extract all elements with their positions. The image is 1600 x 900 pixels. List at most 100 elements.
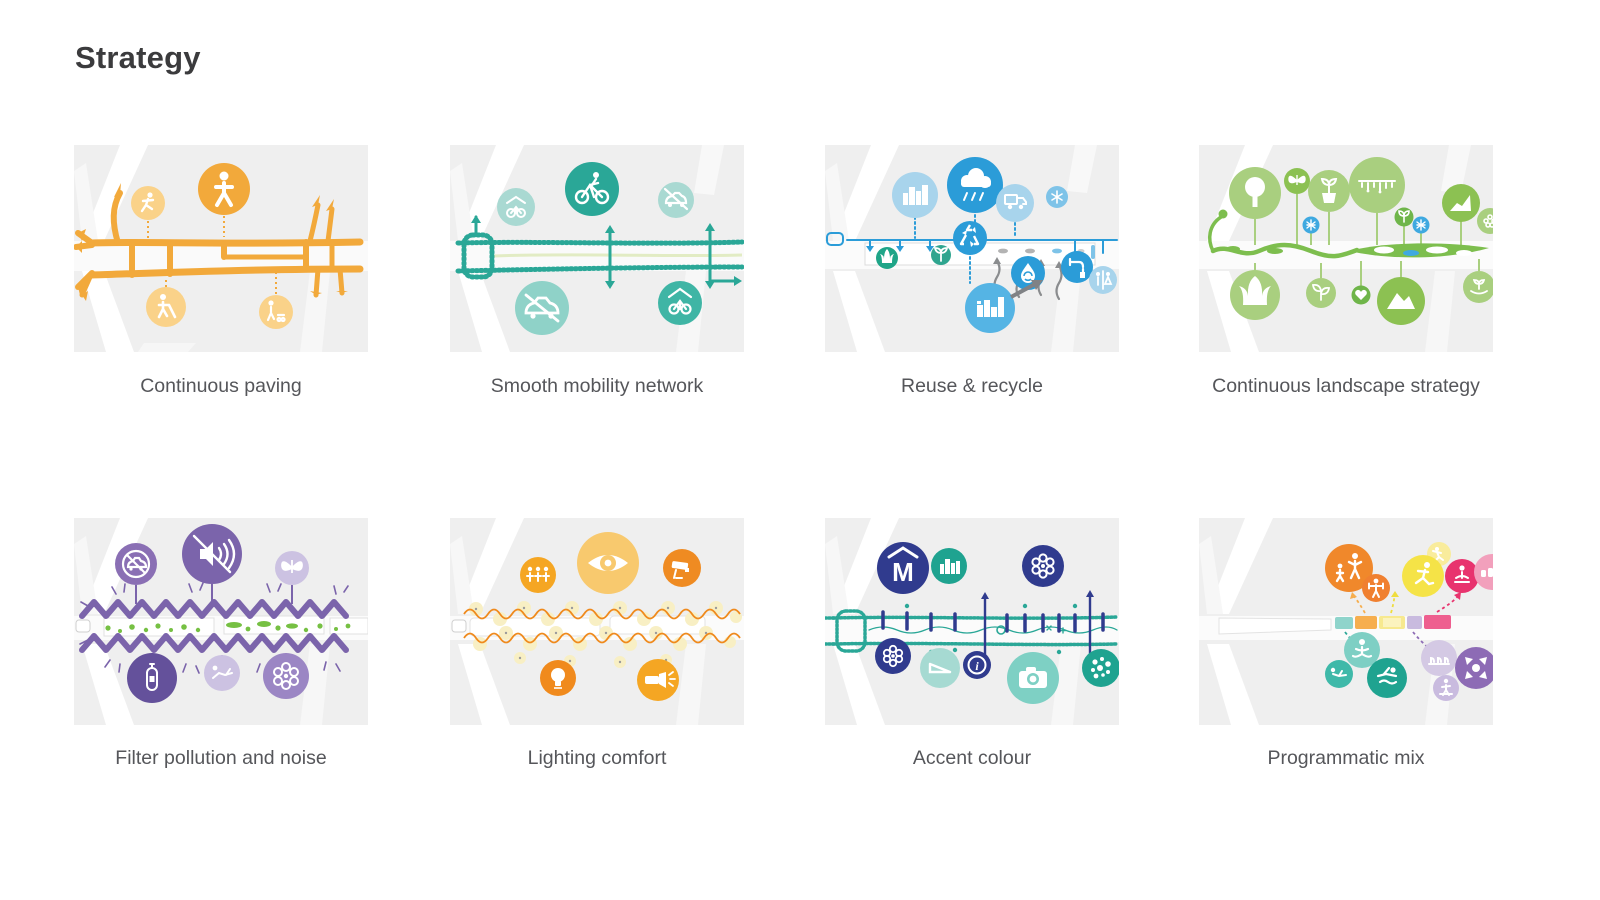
restroom-icon xyxy=(1096,270,1113,290)
gathering-badge xyxy=(1455,647,1493,689)
water-recycling-badge xyxy=(1011,256,1045,290)
rain-cloud-icon xyxy=(961,168,991,188)
no-noise-icon xyxy=(192,534,236,574)
tile-programmatic-mix xyxy=(1199,518,1493,725)
butterfly-icon xyxy=(281,560,303,573)
tile-lighting-comfort xyxy=(450,518,744,725)
accent-colour-diagram: M i xyxy=(825,518,1119,725)
pedestrian-icon xyxy=(214,171,234,207)
factory-badge xyxy=(965,283,1015,333)
butterfly-badge xyxy=(275,551,309,585)
seating-badge xyxy=(1421,640,1457,676)
metro-icon: M xyxy=(892,557,914,587)
reading-icon xyxy=(1454,565,1470,583)
cane-user-badge xyxy=(146,287,186,327)
snowflake-icon xyxy=(1051,190,1063,204)
cane-user-icon xyxy=(157,294,177,319)
arrowheads xyxy=(76,183,348,301)
tile-continuous-paving xyxy=(74,145,368,352)
programmatic-mix-diagram xyxy=(1199,518,1493,725)
grass-badge xyxy=(1230,270,1280,320)
transfer-arrowhead xyxy=(1031,280,1043,290)
runner-icon xyxy=(140,192,155,213)
heart-icon xyxy=(1355,289,1367,300)
meditation-icon xyxy=(1351,639,1373,658)
sprinkler-badge xyxy=(1302,216,1320,234)
tap-badge xyxy=(1061,251,1093,283)
noise-filter-zigzags xyxy=(79,599,349,653)
air-sensor-badge xyxy=(127,653,177,703)
flower-left-badge xyxy=(875,638,911,674)
accent-ticks xyxy=(881,610,1105,633)
hills-icon xyxy=(1387,293,1415,309)
tile-caption: Reuse & recycle xyxy=(901,375,1043,397)
green-planting-dots xyxy=(105,621,351,633)
heart-badge xyxy=(1351,285,1371,305)
plant-badge xyxy=(931,245,951,265)
sprinkler-icon xyxy=(1416,219,1426,231)
metro-roof-icon xyxy=(887,546,919,559)
recycle-badge xyxy=(953,221,987,255)
eye-icon xyxy=(588,555,628,571)
sprinkler-badge-2 xyxy=(1412,216,1430,234)
planting-hand-icon xyxy=(1470,279,1488,295)
information-ring xyxy=(967,655,987,675)
flower-icon xyxy=(882,644,904,668)
city-skyline-badge xyxy=(892,172,938,218)
people-badge xyxy=(520,557,556,593)
car-icon xyxy=(524,293,560,323)
tile-caption: Continuous landscape strategy xyxy=(1212,375,1480,397)
tile-continuous-landscape xyxy=(1199,145,1493,352)
air-sensor-icon xyxy=(146,663,158,691)
information-badge: i xyxy=(963,651,991,679)
tree-badge xyxy=(1229,167,1281,219)
people-icon xyxy=(526,566,550,582)
accent-network xyxy=(825,609,1119,653)
hanging-garden-icon xyxy=(1358,180,1396,194)
potted-plant-badge xyxy=(1308,170,1350,212)
filter-diagram xyxy=(74,518,368,725)
skyline-badge xyxy=(931,548,967,584)
mobility-network xyxy=(455,215,744,289)
bike-shelter-badge xyxy=(658,281,702,325)
situps-badge xyxy=(1325,660,1353,688)
terrain-graph-badge xyxy=(1442,184,1480,222)
seedling-icon xyxy=(1311,283,1331,301)
city-skyline-icon xyxy=(940,559,960,574)
potted-plant-icon xyxy=(1320,177,1338,203)
situps-icon xyxy=(1330,667,1347,678)
tile-caption: Continuous paving xyxy=(140,375,302,397)
reuse-recycle-diagram xyxy=(825,145,1119,352)
stroller-icon xyxy=(266,300,286,323)
lounger-icon xyxy=(212,665,233,679)
recycle-icon xyxy=(959,224,980,247)
string-lights xyxy=(463,608,741,644)
meditation-badge xyxy=(1344,632,1380,668)
terrain-graph-icon xyxy=(1450,195,1471,211)
sprinkler-icon xyxy=(1306,219,1316,231)
hanging-garden-badge xyxy=(1349,157,1405,213)
lighting-diagram xyxy=(450,518,744,725)
connector xyxy=(147,216,277,294)
car-icon xyxy=(663,187,689,211)
cyclist-badge xyxy=(565,162,619,216)
skater-icon xyxy=(1414,562,1435,586)
flower-badge xyxy=(263,653,309,699)
city-skyline-icon xyxy=(903,185,928,205)
metro-badge: M xyxy=(877,542,929,594)
arrowheads xyxy=(471,215,742,289)
information-icon: i xyxy=(975,659,979,673)
cctv-camera-icon xyxy=(671,561,689,579)
butterfly-icon xyxy=(1288,175,1306,185)
grass-icon xyxy=(880,249,894,263)
tree-icon xyxy=(1245,177,1265,207)
flashlight-icon xyxy=(645,671,676,688)
no-cars-badge xyxy=(115,543,157,585)
light-glows xyxy=(469,601,742,668)
audience-badge xyxy=(1474,554,1493,590)
flower-icon xyxy=(1483,214,1493,228)
performer-badge xyxy=(1433,675,1459,701)
flashlight-badge xyxy=(637,659,679,701)
tile-accent-colour: M i xyxy=(825,518,1119,725)
grass-badge xyxy=(876,247,898,269)
